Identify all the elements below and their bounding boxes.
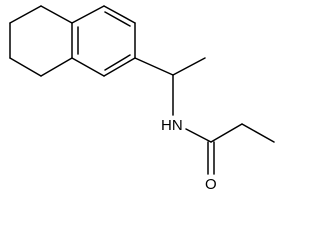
bond-chiral-methyl	[172, 57, 206, 76]
bond-ar2-ar3	[103, 5, 136, 24]
bond-c6-c1	[9, 5, 42, 24]
bond-c1-c2	[40, 5, 73, 24]
structure-diagram: HN O	[9, 5, 275, 192]
bond-ar5-ar6	[71, 57, 105, 77]
bond-ch2-ch3	[241, 123, 275, 143]
bond-ar2-ar3-inner	[104, 11, 131, 27]
bond-n-carbonyl	[185, 128, 212, 143]
bond-ring-chiral	[134, 57, 174, 76]
bond-c4-c5	[9, 57, 42, 77]
bond-c3-c4	[40, 57, 73, 77]
bond-ar4-ar5-inner	[104, 54, 131, 71]
atom-labels: HN O	[161, 117, 217, 192]
oxygen-label: O	[205, 176, 217, 192]
nitrogen-label: HN	[161, 117, 183, 134]
bond-network	[9, 5, 275, 175]
bond-carbonyl-ch2	[210, 123, 243, 143]
bond-ar4-ar5	[103, 57, 136, 77]
bond-ar1-ar2	[71, 5, 105, 24]
